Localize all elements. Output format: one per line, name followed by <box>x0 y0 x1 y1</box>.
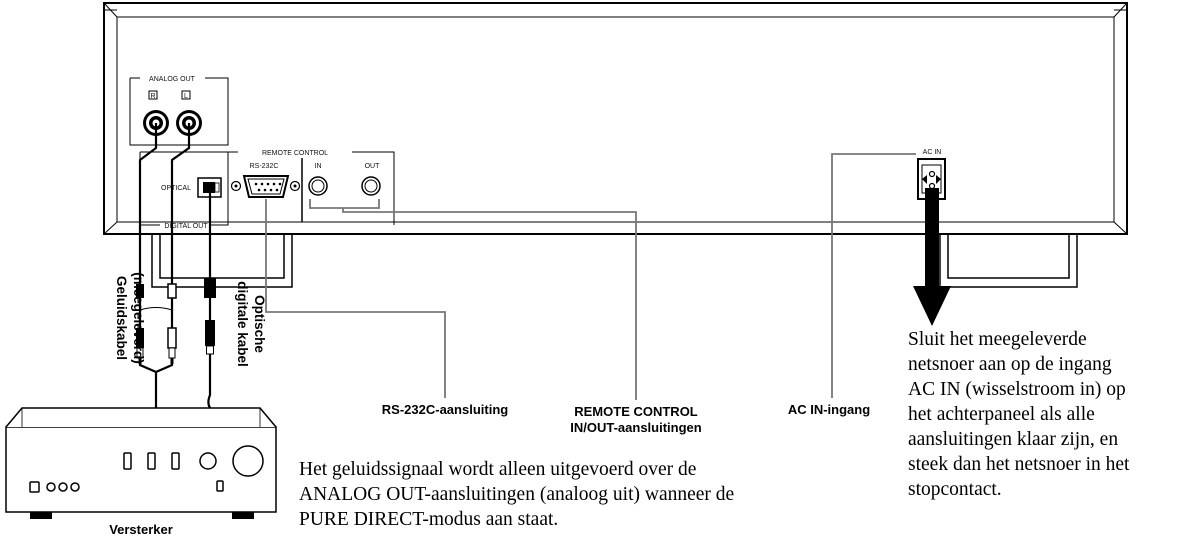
amplifier-label: Versterker <box>109 522 173 537</box>
svg-text:Optische: Optische <box>252 295 267 353</box>
optical-cable <box>204 190 216 411</box>
digital-out-section: DIGITAL OUT OPTICAL <box>139 151 229 230</box>
analog-out-label: ANALOG OUT <box>149 76 196 83</box>
remote-leader <box>309 199 637 400</box>
svg-text:Geluidskabel: Geluidskabel <box>114 276 129 360</box>
rs232c-label: RS-232C <box>250 163 279 170</box>
remote-ports-label-2: IN/OUT-aansluitingen <box>570 420 702 435</box>
remote-control-label: REMOTE CONTROL <box>262 150 328 157</box>
svg-text:(meegeleverd): (meegeleverd) <box>131 272 146 364</box>
pure-direct-note: Het geluidssignaal wordt alleen uitgevoe… <box>299 459 735 530</box>
ac-in-leader <box>831 153 916 398</box>
digital-out-label: DIGITAL OUT <box>164 223 208 230</box>
device-foot-right <box>939 234 1078 288</box>
audio-cable <box>138 123 191 408</box>
ac-power-note: Sluit het meegeleverde netsnoer aan op d… <box>908 329 1130 500</box>
optical-label: OPTICAL <box>161 185 191 192</box>
mini-jack-icon[interactable] <box>361 176 381 196</box>
rca-plug-icon <box>136 283 177 299</box>
channel-r-label: R <box>150 93 155 100</box>
mini-jack-icon[interactable] <box>308 176 328 196</box>
remote-control-section: REMOTE CONTROL RS-232C IN OUT <box>228 150 395 225</box>
rs232c-leader <box>265 199 446 398</box>
amplifier <box>5 407 277 519</box>
channel-l-label: L <box>184 93 188 100</box>
remote-out-label: OUT <box>365 163 381 170</box>
rca-plug-icon <box>167 327 177 364</box>
rca-plug-icon <box>136 328 144 364</box>
remote-ports-label-1: REMOTE CONTROL <box>574 404 698 419</box>
audio-cable-label: Geluidskabel (meegeleverd) <box>114 272 146 364</box>
optical-cable-label: Optische digitale kabel <box>235 281 267 367</box>
ac-in-label: AC IN <box>923 149 942 156</box>
arrow-down-icon <box>913 188 951 326</box>
remote-in-label: IN <box>315 163 322 170</box>
cd-player-rear <box>103 2 1128 235</box>
device-foot-left <box>151 234 293 288</box>
ac-inlet-label: AC IN-ingang <box>788 402 870 417</box>
leader-lines <box>265 153 916 400</box>
svg-text:digitale kabel: digitale kabel <box>235 281 250 367</box>
db9-port-icon[interactable] <box>230 175 301 198</box>
optical-plug-icon <box>204 278 216 298</box>
rs232c-port-label: RS-232C-aansluiting <box>382 402 508 417</box>
